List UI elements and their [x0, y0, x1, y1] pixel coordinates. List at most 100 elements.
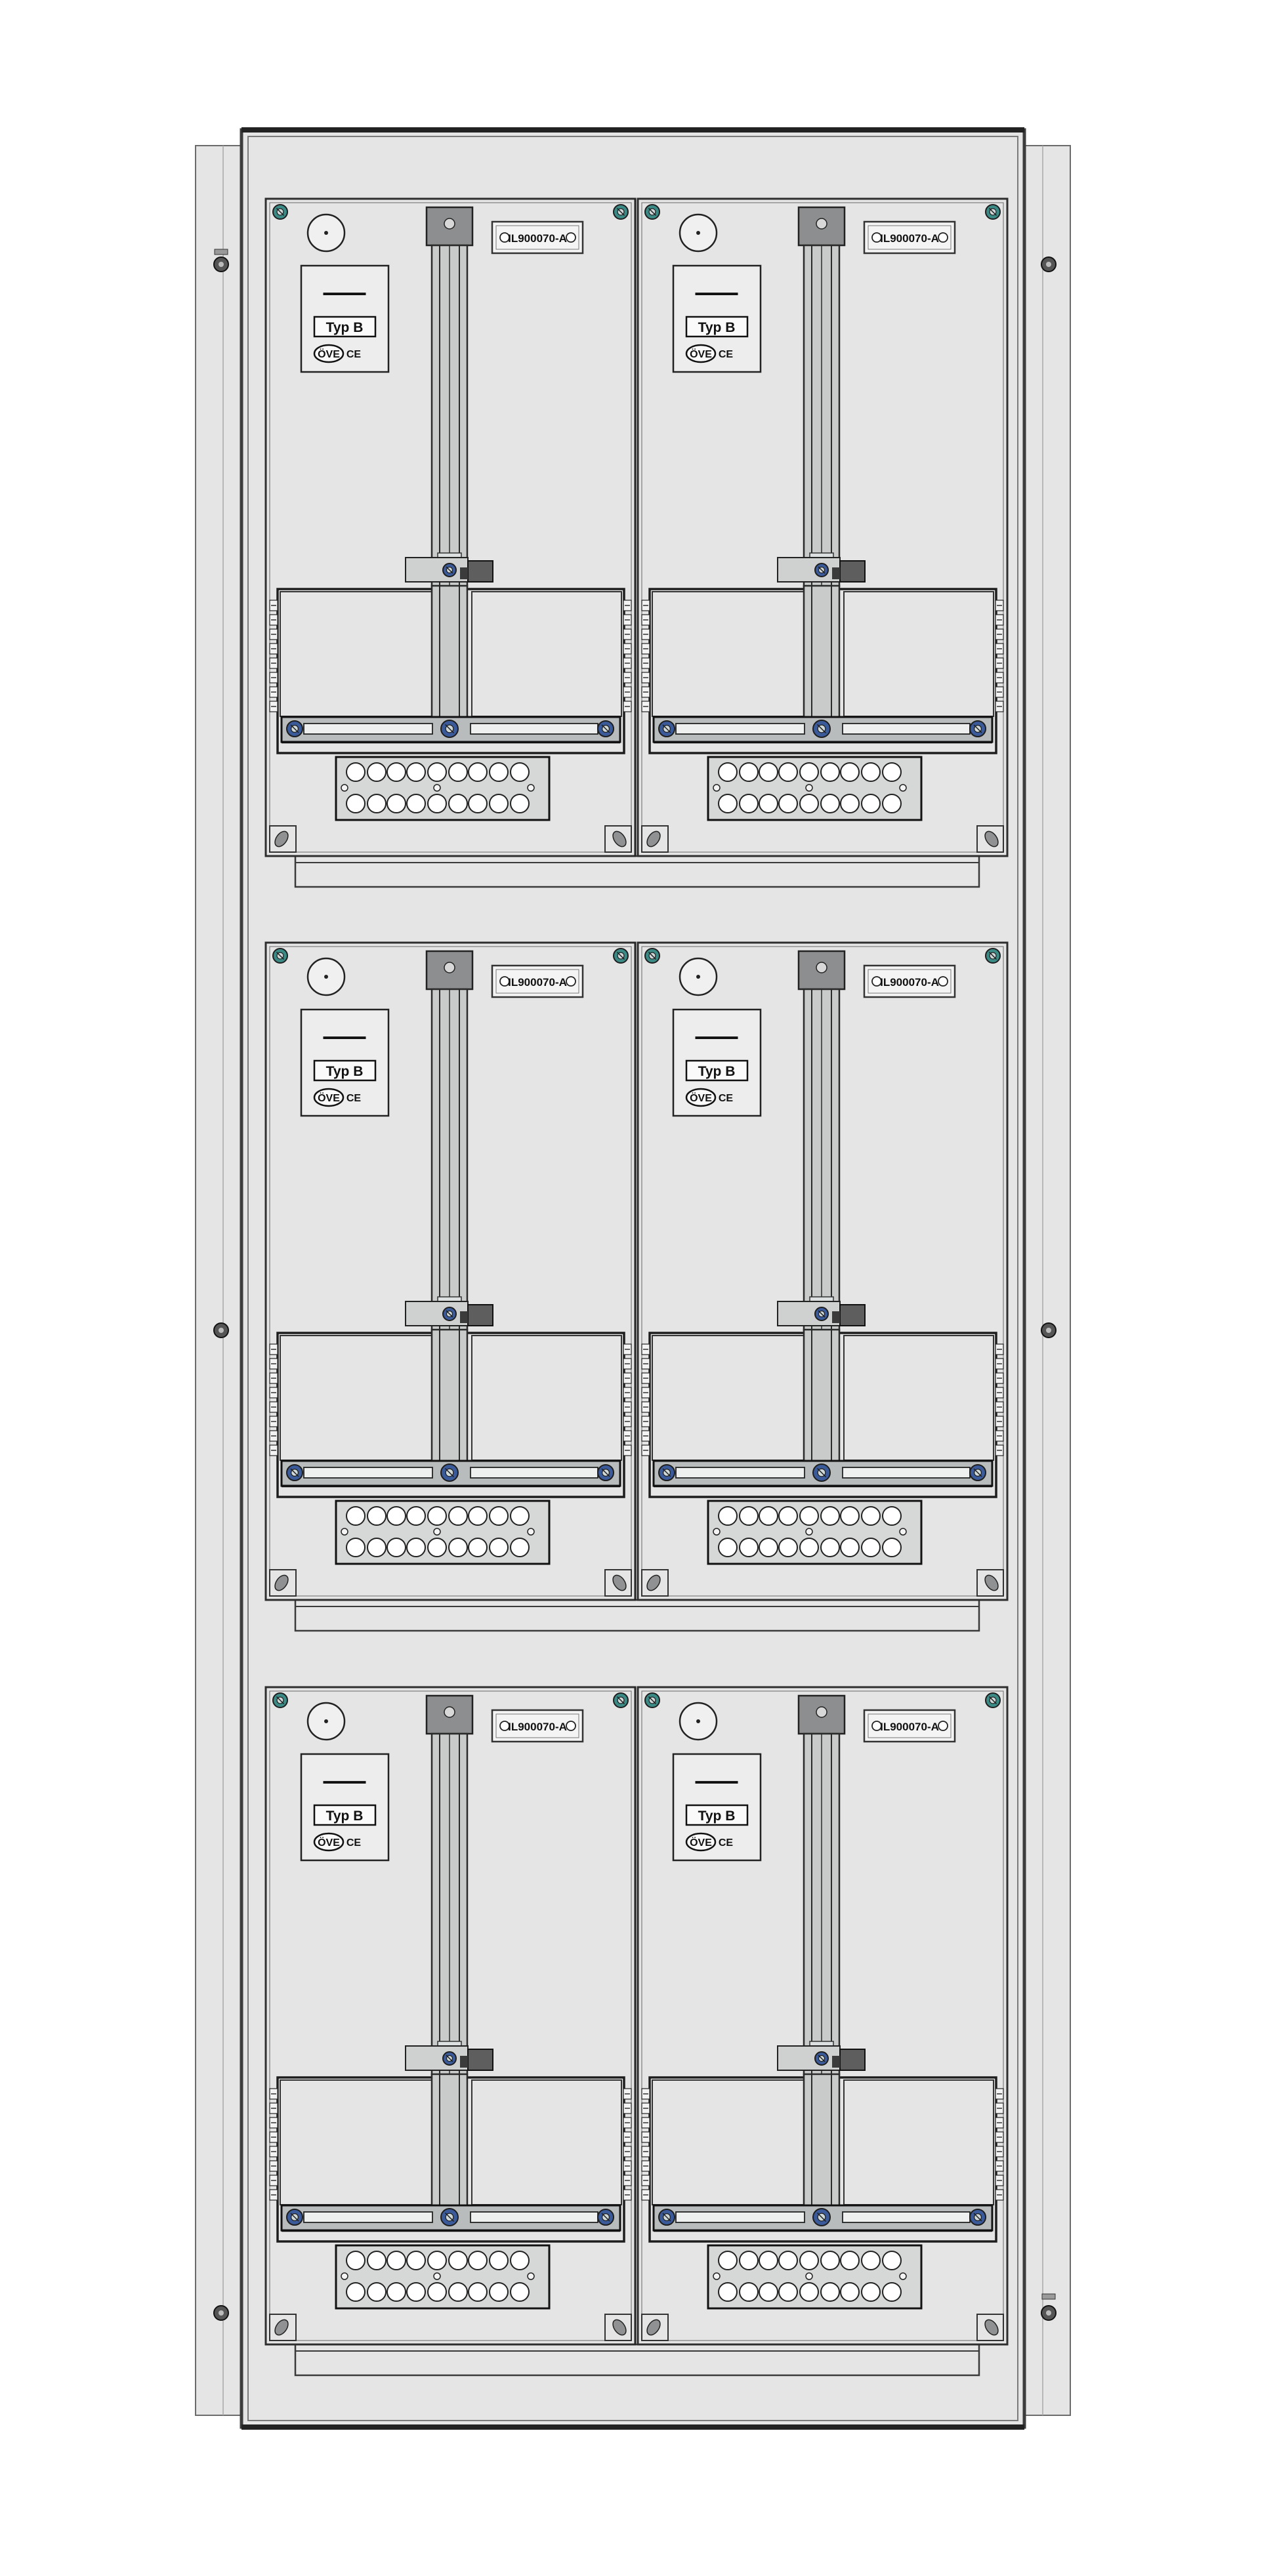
- busbar-screw-icon: [286, 1464, 303, 1481]
- cable-hole: [718, 2251, 738, 2270]
- round-knockout-icon: [679, 957, 718, 996]
- rail-screw-icon: [814, 563, 829, 577]
- cable-hole: [882, 794, 902, 813]
- cert-mark-outline: [313, 344, 345, 363]
- terminal-mark: [623, 657, 632, 669]
- rail-bracket: [777, 2045, 866, 2071]
- cable-entry-icon: [335, 2244, 551, 2310]
- module-panel-inner: [641, 202, 1004, 853]
- cable-hole: [489, 2251, 509, 2270]
- cable-hole: [510, 794, 530, 813]
- busbar-screw-icon: [812, 2208, 831, 2226]
- cable-hole: [406, 794, 426, 813]
- corner-screw-icon: [644, 948, 660, 964]
- cable-hole: [427, 1506, 447, 1526]
- terminal-mark: [623, 2160, 632, 2172]
- terminal-mark: [623, 628, 632, 640]
- terminal-block: [269, 584, 632, 754]
- cable-hole: [799, 762, 819, 782]
- cable-hole: [861, 762, 881, 782]
- vertical-rail: [425, 206, 474, 588]
- corner-screw-icon: [644, 204, 660, 220]
- terminal-mark: [641, 628, 650, 640]
- terminal-mark: [995, 1430, 1004, 1442]
- strip-screw: [713, 1528, 721, 1536]
- mounting-screw-icon: [1041, 2305, 1057, 2321]
- type-badge: [685, 1804, 749, 1826]
- terminal-mark: [641, 1430, 650, 1442]
- cable-hole: [468, 2251, 488, 2270]
- terminal-mark: [641, 2088, 650, 2100]
- maker-mark: ▬▬▬▬▬: [696, 1776, 738, 1786]
- terminal-mark: [995, 2189, 1004, 2201]
- cable-hole: [406, 1506, 426, 1526]
- cert-mark: ÖVE: [690, 1092, 712, 1104]
- terminal-mark: [269, 1343, 278, 1355]
- terminal-mark: [623, 643, 632, 655]
- cable-hole: [489, 794, 509, 813]
- cable-entry-icon: [707, 2244, 923, 2310]
- strip-screw: [433, 1528, 441, 1536]
- type-label: Typ B: [698, 1809, 736, 1824]
- vertical-rail: [797, 206, 846, 588]
- cable-hole: [820, 1538, 840, 1557]
- terminal-mark: [269, 2102, 278, 2114]
- terminal-mark: [641, 1416, 650, 1427]
- corner-screw-icon: [985, 204, 1001, 220]
- ce-mark: CE: [346, 349, 362, 360]
- corner-screw-icon: [985, 1692, 1001, 1708]
- maker-mark: ▬▬▬▬▬: [696, 1031, 738, 1041]
- cable-hole: [346, 762, 366, 782]
- terminal-mark: [623, 1387, 632, 1399]
- cert-mark-outline: [685, 1832, 717, 1852]
- terminal-mark: [641, 657, 650, 669]
- cable-hole: [882, 1506, 902, 1526]
- terminal-mark: [269, 600, 278, 611]
- cable-hole: [820, 2251, 840, 2270]
- busbar-screw-icon: [658, 1464, 675, 1481]
- terminal-mark: [995, 2117, 1004, 2129]
- cable-hole: [346, 1538, 366, 1557]
- terminal-mark: [995, 1343, 1004, 1355]
- terminal-mark: [995, 1358, 1004, 1370]
- cable-hole: [510, 1506, 530, 1526]
- type-badge: [313, 316, 377, 338]
- strip-screw: [433, 2272, 441, 2280]
- cable-hole: [468, 1538, 488, 1557]
- terminal-mark: [995, 2102, 1004, 2114]
- terminal-mark: [995, 1401, 1004, 1413]
- terminal-mark: [995, 1387, 1004, 1399]
- cable-hole: [861, 2251, 881, 2270]
- cable-hole: [448, 762, 468, 782]
- strip-screw: [527, 1528, 535, 1536]
- part-label: IL900070-A: [508, 976, 567, 989]
- terminal-mark: [641, 2175, 650, 2186]
- cable-hole: [840, 762, 860, 782]
- cable-hole: [406, 1538, 426, 1557]
- terminal-block: [269, 1328, 632, 1498]
- terminal-mark: [269, 643, 278, 655]
- cable-hole: [778, 794, 798, 813]
- cable-hole: [861, 2282, 881, 2302]
- terminal-mark: [269, 1430, 278, 1442]
- busbar-screw-icon: [969, 2209, 986, 2226]
- strip-screw: [341, 784, 348, 792]
- cable-hole: [427, 794, 447, 813]
- cable-hole: [367, 2251, 387, 2270]
- busbar-screw-icon: [286, 720, 303, 737]
- part-label-plate: IL900070-A: [491, 1709, 584, 1743]
- cabinet-frame-inner: [247, 136, 1018, 2421]
- terminal-right-box: [471, 1335, 622, 1461]
- cert-mark: ÖVE: [318, 1836, 340, 1849]
- cable-hole: [489, 2282, 509, 2302]
- ce-mark: CE: [719, 349, 734, 360]
- part-label: IL900070-A: [880, 1721, 939, 1733]
- strip-screw: [805, 784, 813, 792]
- terminal-mark: [623, 1416, 632, 1427]
- terminal-mark: [269, 1387, 278, 1399]
- terminal-mark: [269, 1372, 278, 1384]
